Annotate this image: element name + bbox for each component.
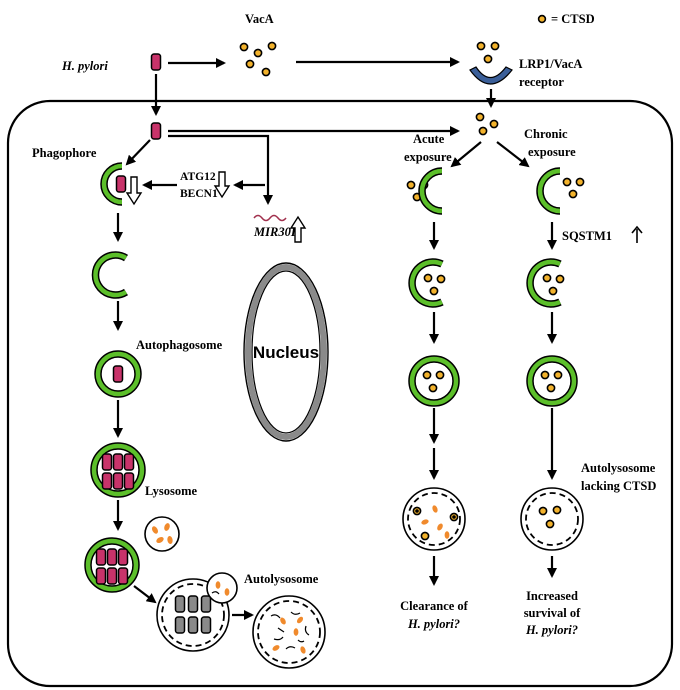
- acute-phagophore: [418, 167, 443, 215]
- atg12-label: ATG12: [180, 171, 216, 183]
- nucleus-label: Nucleus: [253, 343, 319, 362]
- acute-label-line2: exposure: [404, 150, 452, 164]
- acute-autolysosome: [402, 487, 466, 551]
- mir30b-increase-arrow-icon: [289, 215, 307, 243]
- elongating-phagophore: [91, 251, 128, 299]
- vaca-toxin-icon: [239, 41, 277, 77]
- chronic-label-line2: exposure: [528, 145, 576, 159]
- chronic-autophagosome: [526, 355, 578, 407]
- survival-label-line3: H. pylori?: [525, 623, 578, 637]
- survival-label-line1: Increased: [526, 589, 578, 603]
- sqstm1-increase-arrow-icon: [631, 225, 643, 243]
- autolysosome-lacking-label-line1: Autolysosome: [581, 461, 656, 475]
- mir30b-rna-icon: [253, 214, 287, 222]
- chronic-vaca-icon: [562, 177, 585, 199]
- autolysosome-label: Autolysosome: [244, 572, 319, 586]
- chronic-cup: [526, 258, 565, 308]
- clearance-label-line1: Clearance of: [400, 599, 469, 613]
- internalized-h-pylori-icon: [150, 122, 162, 140]
- acute-autophagosome: [408, 355, 460, 407]
- phagophore-h-pylori-icon: [115, 175, 127, 193]
- becn1-label: BECN1: [180, 188, 218, 200]
- chronic-label-line1: Chronic: [524, 127, 568, 141]
- host-cell-outline: [6, 99, 674, 688]
- sqstm1-label: SQSTM1: [562, 229, 612, 243]
- receptor-label-line2: receptor: [519, 75, 564, 89]
- fusing-autophagosome: [84, 537, 140, 593]
- nucleus-envelope: [245, 264, 327, 440]
- lrp1-receptor-icon: [469, 66, 513, 85]
- autolysosome-degraded: [252, 595, 326, 669]
- arrow-to-chronic: [496, 141, 530, 168]
- phagophore-label: Phagophore: [32, 146, 97, 160]
- arrow-to-autolysosome: [133, 585, 157, 604]
- lysosome: [144, 516, 180, 552]
- chronic-autolysosome: [520, 487, 584, 551]
- survival-label-line2: survival of: [524, 606, 581, 620]
- arrow-to-acute: [450, 141, 482, 168]
- acute-cup: [408, 258, 446, 308]
- lysosome-label: Lysosome: [145, 484, 198, 498]
- vaca-bound-icon: [476, 41, 500, 64]
- legend: = CTSD: [537, 12, 595, 26]
- autophagosome-h-pylori-icon: [112, 365, 124, 383]
- decrease-arrow-icon: [125, 176, 143, 206]
- autolysosome-lacking-label-line2: lacking CTSD: [581, 479, 656, 493]
- receptor-label-line1: LRP1/VacA: [519, 57, 582, 71]
- h-pylori-label: H. pylori: [61, 59, 108, 73]
- acute-label-line1: Acute: [413, 132, 445, 146]
- fusion-vesicle: [156, 572, 238, 652]
- h-pylori-icon: [150, 53, 162, 71]
- arrow-hpylori-to-mir30b: [168, 134, 273, 205]
- chronic-phagophore: [536, 167, 561, 215]
- autophagosome-label: Autophagosome: [136, 338, 223, 352]
- phagophore-membrane: [100, 162, 123, 206]
- arrow-hpylori-to-phagophore: [125, 139, 151, 166]
- internalized-vaca-icon: [475, 112, 499, 136]
- mir30b-label: MIR30B: [253, 225, 299, 239]
- vaca-label: VacA: [245, 12, 274, 26]
- legend-ctsd-label: = CTSD: [551, 12, 595, 26]
- replicating-autophagosome: [90, 442, 146, 498]
- legend-bead-icon: [537, 14, 547, 24]
- atg-decrease-arrow-icon: [213, 171, 231, 199]
- clearance-label-line2: H. pylori?: [407, 617, 460, 631]
